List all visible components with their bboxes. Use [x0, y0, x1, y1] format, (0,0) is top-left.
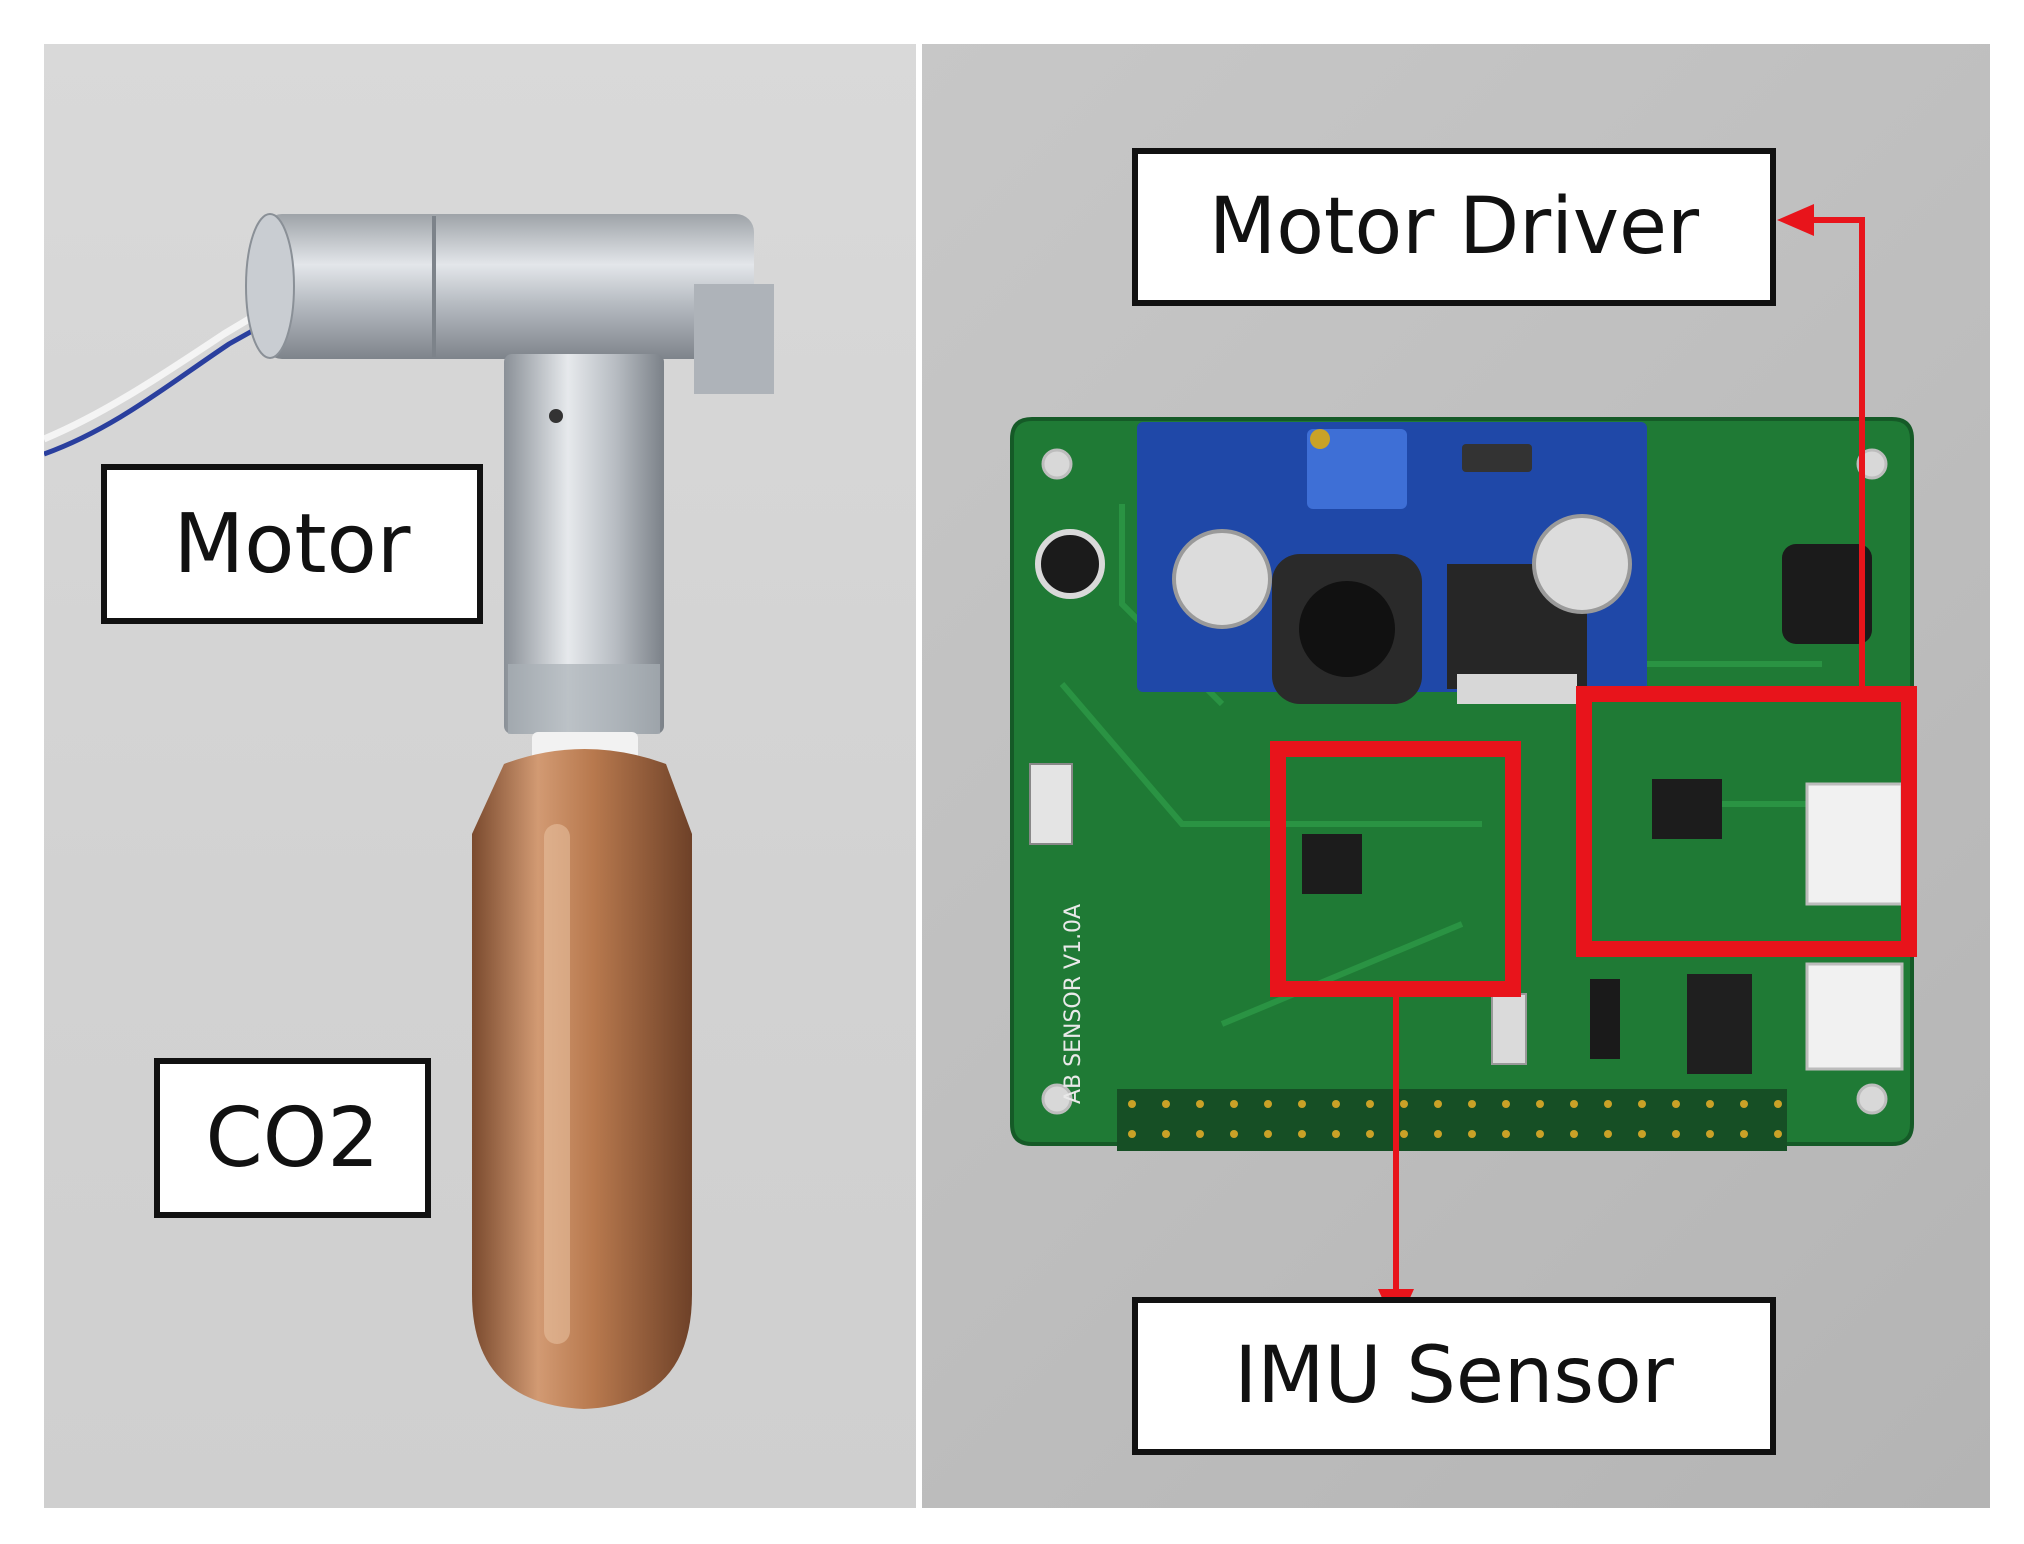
white-wire	[44, 300, 276, 443]
arrow-motor-driver	[1777, 204, 1865, 694]
motor-body	[264, 214, 754, 359]
blue-wire	[44, 313, 281, 457]
capacitor-smd	[1687, 974, 1752, 1074]
inductor	[1782, 544, 1872, 644]
motor-shaft	[504, 354, 664, 734]
imu-chip	[1302, 834, 1362, 894]
motor-driver-chip	[1652, 779, 1722, 839]
label-co2: CO2	[154, 1058, 431, 1218]
board-silkscreen: AB SENSOR V1.0A	[1061, 904, 1086, 1104]
label-motor-driver: Motor Driver	[1132, 148, 1776, 306]
switch	[1029, 763, 1073, 845]
co2-cartridge	[472, 749, 692, 1409]
connector-top	[1805, 782, 1904, 906]
label-imu-sensor: IMU Sensor	[1132, 1297, 1776, 1455]
label-motor: Motor	[101, 464, 483, 624]
motor-assembly-illustration	[44, 213, 774, 1409]
capacitor	[1035, 529, 1105, 599]
highlight-motor-driver	[1576, 686, 1917, 957]
gpio-pin-header	[1117, 1089, 1787, 1151]
connector-bottom	[1805, 962, 1904, 1071]
motor-co2-photo: Motor CO2	[44, 44, 916, 1508]
pcb-illustration: AB SENSOR V1.0A	[1010, 204, 1917, 1329]
pcb-board-photo: AB SENSOR V1.0A Motor Driver IMU Sensor	[922, 44, 1990, 1508]
